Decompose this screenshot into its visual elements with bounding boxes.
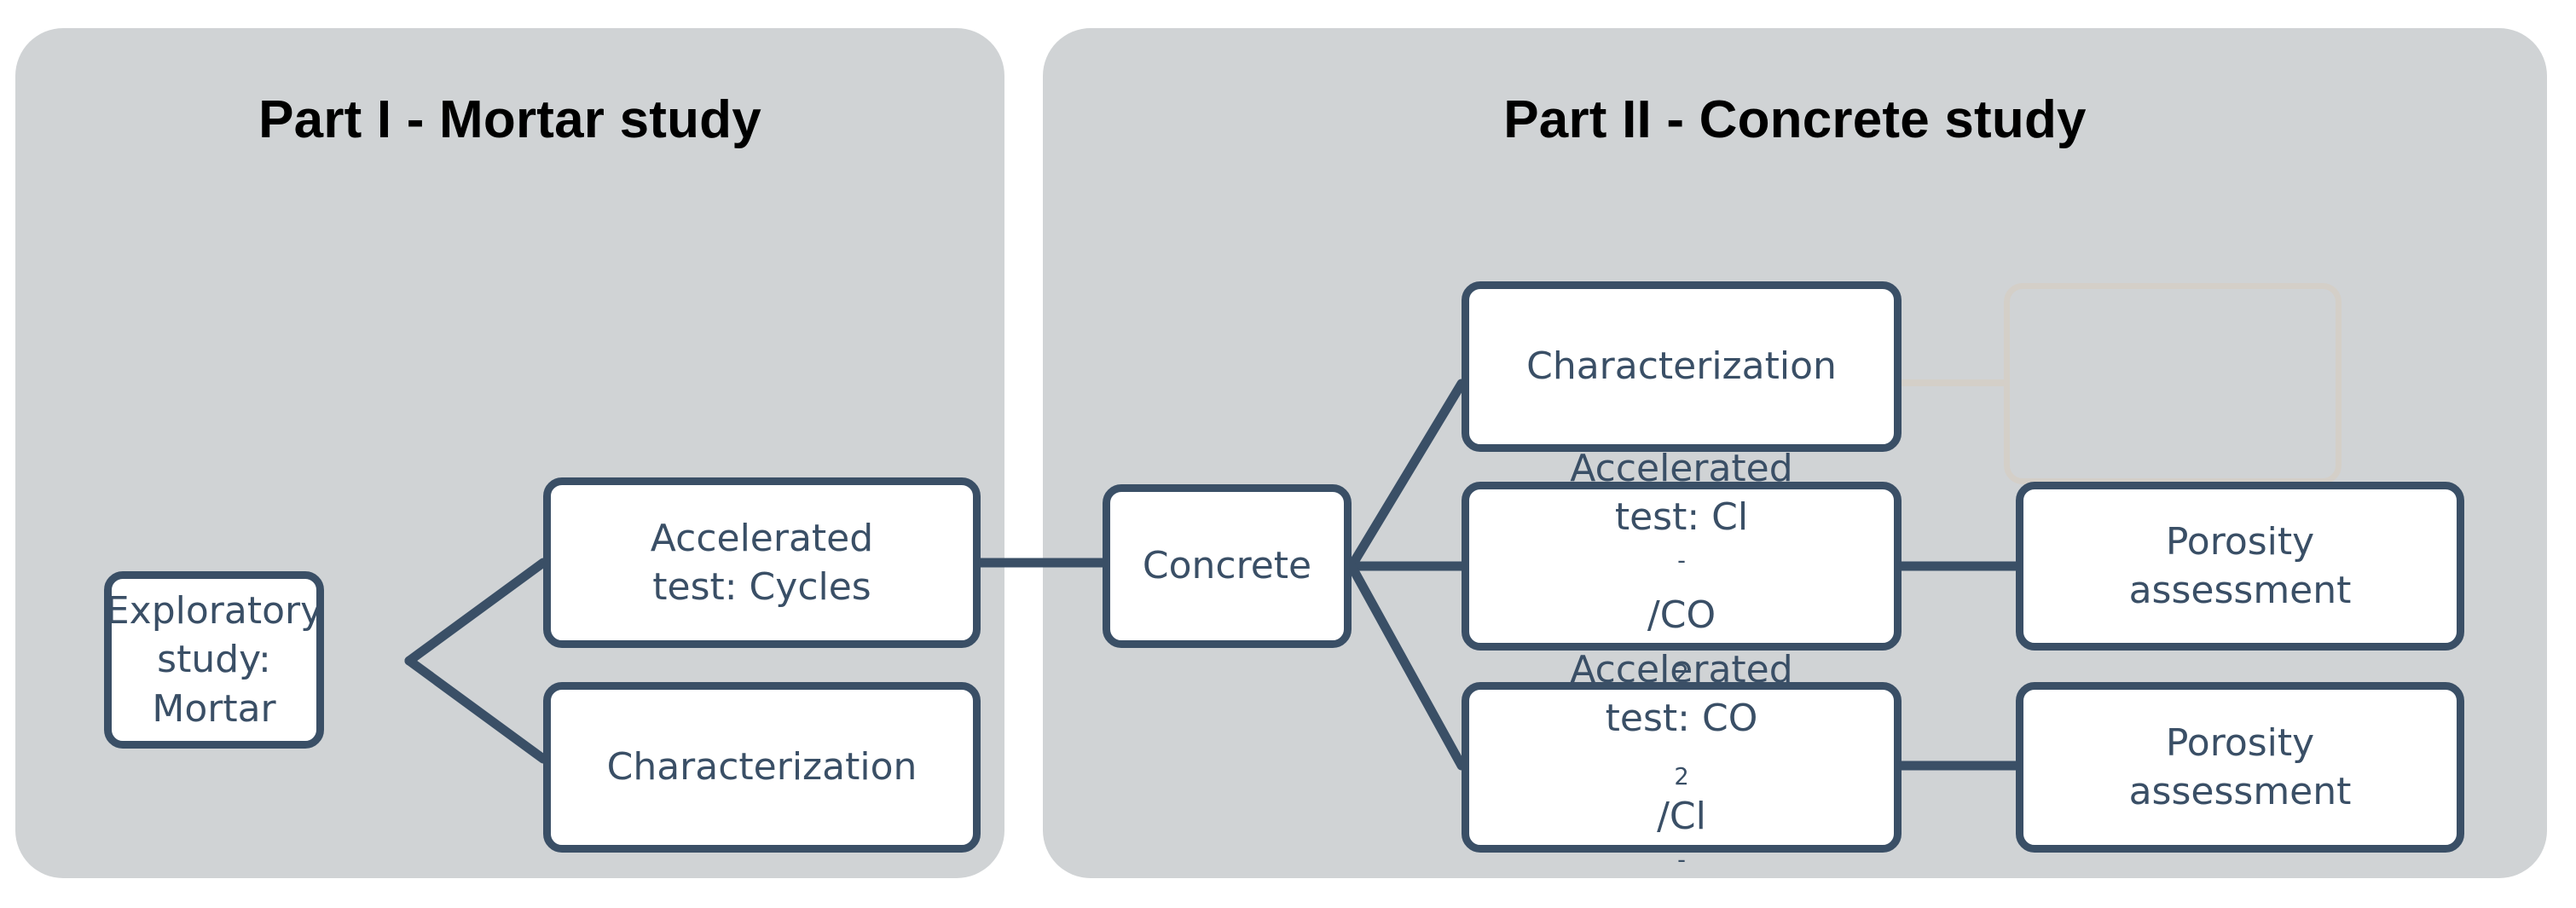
node-porosity-assessment-bottom-line2: assessment: [2128, 770, 2352, 813]
node-concrete-test-cl-co2-line1: Accelerated: [1570, 447, 1793, 491]
co2-cl-prefix: test: CO: [1605, 697, 1758, 741]
node-porosity-assessment-top-line2: assessment: [2128, 569, 2352, 612]
cl-co2-superscript: -: [1677, 547, 1686, 575]
node-concrete-label: Concrete: [1142, 544, 1312, 588]
node-concrete-test-co2-cl-line1: Accelerated: [1570, 648, 1793, 692]
node-exploratory-study-line1: Exploratory: [105, 589, 323, 633]
node-porosity-assessment-bottom[interactable]: Porosity assessment: [2016, 682, 2464, 853]
faded-placeholder-box: [2004, 283, 2342, 484]
node-mortar-accelerated-test-line1: Accelerated: [650, 516, 874, 560]
node-porosity-assessment-top[interactable]: Porosity assessment: [2016, 482, 2464, 651]
node-concrete-characterization[interactable]: Characterization: [1462, 281, 1902, 452]
node-mortar-characterization-label: Characterization: [606, 745, 918, 789]
node-porosity-assessment-bottom-line1: Porosity: [2165, 720, 2315, 765]
node-concrete-test-co2-cl-line2: test: CO 2/Cl -: [1570, 694, 1792, 889]
co2-cl-subscript: 2: [1674, 764, 1689, 791]
cl-co2-subscript: 2: [1674, 660, 1689, 687]
node-mortar-characterization[interactable]: Characterization: [543, 682, 981, 853]
node-concrete[interactable]: Concrete: [1103, 484, 1352, 648]
co2-cl-superscript: -: [1677, 847, 1686, 874]
node-porosity-assessment-top-line1: Porosity: [2165, 519, 2315, 564]
node-mortar-accelerated-test-line2: test: Cycles: [652, 565, 871, 609]
panel-part-2-title: Part II - Concrete study: [1503, 90, 2087, 149]
node-concrete-test-cl-co2-line2: test: Cl - /CO 2: [1570, 493, 1792, 688]
node-concrete-test-cl-co2[interactable]: Accelerated test: Cl - /CO 2: [1462, 447, 1902, 685]
cl-co2-prefix: test: Cl: [1614, 495, 1749, 540]
node-mortar-accelerated-test[interactable]: Accelerated test: Cycles: [543, 477, 981, 648]
cl-co2-middle: /CO: [1647, 593, 1716, 637]
node-concrete-characterization-label: Characterization: [1526, 344, 1837, 389]
node-exploratory-study-line2: study:: [157, 638, 271, 682]
node-exploratory-study-line3: Mortar: [152, 686, 276, 731]
node-exploratory-study[interactable]: Exploratory study: Mortar: [104, 571, 324, 749]
node-concrete-test-co2-cl[interactable]: Accelerated test: CO 2/Cl -: [1462, 648, 1902, 871]
co2-cl-middle: /Cl: [1657, 794, 1706, 838]
panel-part-1-title: Part I - Mortar study: [258, 90, 761, 149]
